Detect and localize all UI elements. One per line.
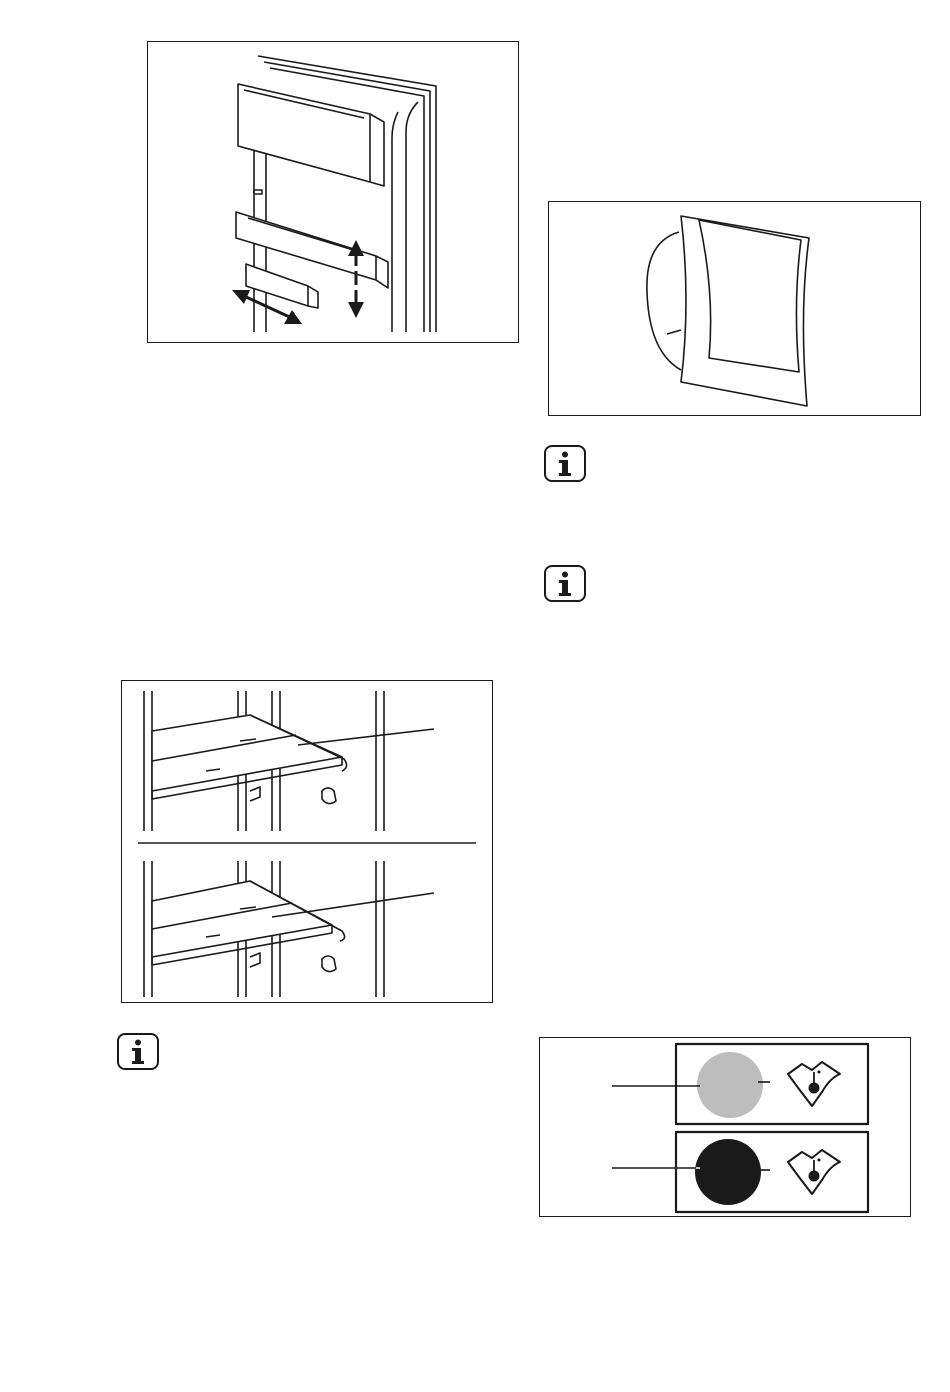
info-icon [544, 445, 586, 482]
upper-shelf-panel [144, 691, 434, 831]
drawer-illustration [647, 216, 809, 406]
shelf-positions-figure [121, 680, 493, 1003]
indicator-ok-panel [612, 1044, 868, 1124]
up-down-arrow [348, 240, 364, 318]
door-shelves-figure [147, 41, 519, 343]
indicator-ok-dot [697, 1052, 763, 1118]
info-icon [117, 1033, 159, 1070]
temperature-indicator-figure [539, 1037, 911, 1217]
drawer-figure [548, 201, 921, 416]
lower-shelf-panel [144, 861, 434, 997]
callout-line [298, 729, 434, 745]
indicator-warm-dot [695, 1139, 761, 1205]
indicator-warm-panel [612, 1132, 868, 1212]
info-icon [544, 565, 586, 602]
upper-door-shelf [238, 84, 384, 194]
